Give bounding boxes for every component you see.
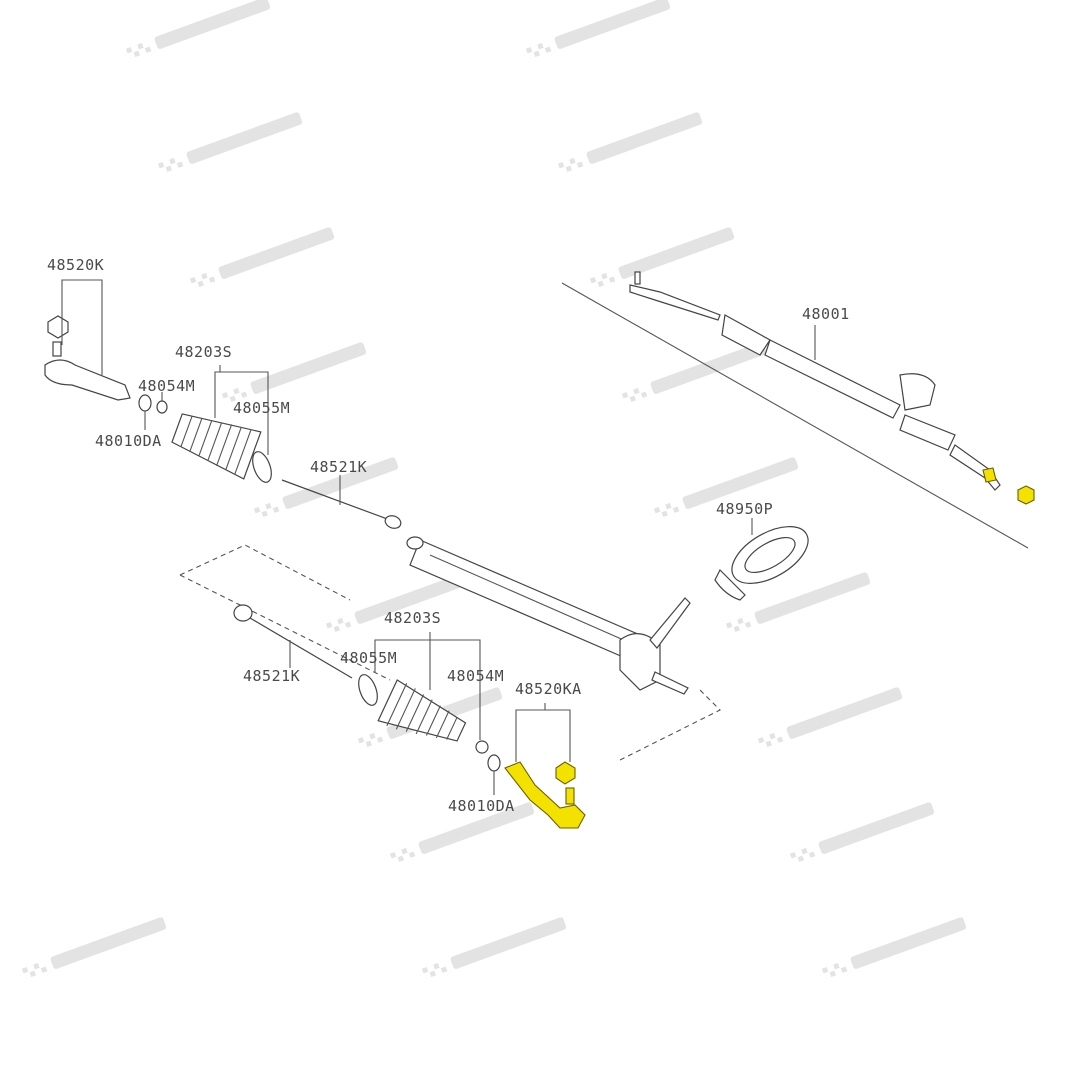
label-48054M-right: 48054M <box>447 667 504 685</box>
watermark-logo <box>157 112 303 173</box>
label-48010DA-right: 48010DA <box>448 797 515 815</box>
label-48001: 48001 <box>802 305 850 323</box>
watermark-logo <box>757 687 903 748</box>
grommet[interactable] <box>714 515 817 601</box>
band-right[interactable] <box>355 672 381 708</box>
watermark-logo <box>557 112 703 173</box>
watermark-logo <box>725 572 871 633</box>
label-48521K-right: 48521K <box>243 667 300 685</box>
steering-gear-main[interactable] <box>406 536 691 695</box>
boot-left[interactable] <box>169 405 262 480</box>
watermark-logo <box>221 342 367 403</box>
watermark-logo <box>821 917 967 978</box>
watermark-logo <box>389 802 535 863</box>
label-48203S-right: 48203S <box>384 609 441 627</box>
inner-rod-right[interactable] <box>249 617 353 679</box>
watermark-logo <box>789 802 935 863</box>
watermark-logo <box>525 0 671 58</box>
inset-divider <box>561 282 1029 549</box>
watermark-logo <box>21 917 167 978</box>
watermark-logo <box>589 227 735 288</box>
inner-rod-left[interactable] <box>281 479 391 521</box>
label-48055M-left: 48055M <box>233 399 290 417</box>
clip-right[interactable] <box>475 740 489 754</box>
clamp-left[interactable] <box>138 394 152 412</box>
clamp-right[interactable] <box>487 754 501 772</box>
tie-rod-end-right-highlighted[interactable] <box>504 761 586 829</box>
label-48520KA: 48520KA <box>515 680 582 698</box>
dashed-group-outline <box>179 544 721 761</box>
watermark-logo <box>621 342 767 403</box>
watermark-logo <box>653 457 799 518</box>
steering-gear-assembly-inset[interactable] <box>629 271 1035 505</box>
band-left[interactable] <box>249 449 275 485</box>
watermark-logo <box>189 227 335 288</box>
clip-left[interactable] <box>156 400 168 414</box>
inner-rod-right-joint <box>233 604 253 622</box>
label-48055M-right: 48055M <box>340 649 397 667</box>
watermark-logo <box>125 0 271 58</box>
tie-rod-end-left[interactable] <box>44 315 131 401</box>
label-48521K-left: 48521K <box>310 458 367 476</box>
boot-right[interactable] <box>377 679 470 755</box>
watermark-logo <box>325 572 471 633</box>
label-48054M-left: 48054M <box>138 377 195 395</box>
label-48203S-left: 48203S <box>175 343 232 361</box>
label-48010DA-left: 48010DA <box>95 432 162 450</box>
label-48520K: 48520K <box>47 256 104 274</box>
watermark-logo <box>421 917 567 978</box>
label-48950P: 48950P <box>716 500 773 518</box>
